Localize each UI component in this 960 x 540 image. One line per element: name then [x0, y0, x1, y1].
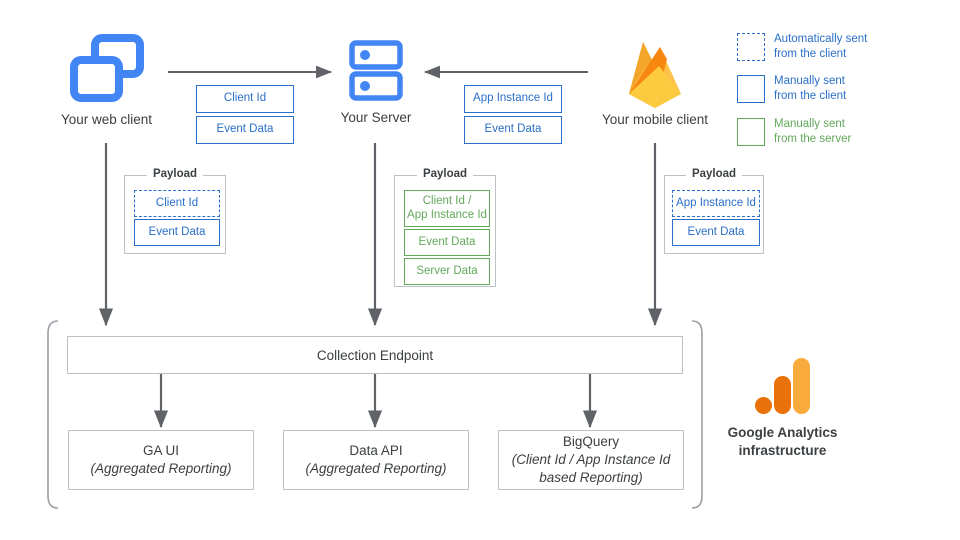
output-subtitle-2: based Reporting) [539, 470, 643, 486]
payload-server: Payload Client Id / App Instance Id Even… [394, 168, 496, 287]
payload-item-event-data: Event Data [672, 219, 760, 246]
browser-windows-icon [70, 34, 144, 102]
output-subtitle: (Aggregated Reporting) [90, 461, 232, 476]
legend-item-manually-sent-server: Manually sent from the server [737, 117, 952, 146]
web-client-node: Your web client [54, 34, 159, 144]
payload-item-event-data: Event Data [404, 229, 490, 256]
firebase-flame-icon [629, 42, 681, 108]
output-box-ga-ui: GA UI (Aggregated Reporting) [68, 430, 254, 490]
output-subtitle: (Client Id / App Instance Id [511, 451, 671, 467]
chip-client-id: Client Id [196, 85, 294, 113]
web-to-server-chips: Client Id Event Data [196, 85, 294, 144]
payload-title: Payload [685, 168, 743, 180]
infrastructure-caption-line-2: infrastructure [738, 442, 827, 458]
payload-item-client-id-app-instance-id: Client Id / App Instance Id [404, 190, 490, 227]
payload-item-event-data: Event Data [134, 219, 220, 246]
legend-item-automatically-sent-client: Automatically sent from the client [737, 32, 952, 61]
chip-event-data: Event Data [464, 116, 562, 144]
chip-event-data: Event Data [196, 116, 294, 144]
legend-label-line-1: Manually sent [774, 117, 845, 130]
output-box-bigquery: BigQuery (Client Id / App Instance Id ba… [498, 430, 684, 490]
payload-item-server-data: Server Data [404, 258, 490, 285]
server-node: Your Server [330, 40, 422, 144]
legend: Automatically sent from the client Manua… [737, 32, 952, 146]
server-label: Your Server [340, 110, 412, 125]
bracket-left [47, 320, 59, 509]
infrastructure-caption-line-1: Google Analytics [727, 425, 838, 440]
output-title: GA UI [142, 442, 179, 458]
google-analytics-logo [754, 358, 810, 414]
payload-mobile-client: Payload App Instance Id Event Data [664, 168, 764, 254]
output-box-data-api: Data API (Aggregated Reporting) [283, 430, 469, 490]
output-subtitle: (Aggregated Reporting) [305, 461, 447, 476]
bracket-right [691, 320, 703, 509]
payload-web-client: Payload Client Id Event Data [124, 168, 226, 254]
legend-item-manually-sent-client: Manually sent from the client [737, 74, 952, 104]
line-2: App Instance Id [407, 208, 487, 221]
collection-endpoint-label: Collection Endpoint [316, 347, 434, 363]
payload-item-app-instance-id: App Instance Id [672, 190, 760, 217]
legend-label-line-2: from the client [774, 47, 847, 60]
legend-swatch-solid-blue [737, 75, 765, 104]
chip-app-instance-id: App Instance Id [464, 85, 562, 113]
legend-swatch-dashed-blue [737, 32, 765, 61]
payload-item-client-id: Client Id [134, 190, 220, 217]
legend-swatch-solid-green [737, 117, 765, 146]
legend-label-line-2: from the server [774, 132, 852, 145]
output-title: Data API [349, 442, 403, 458]
payload-title: Payload [416, 168, 474, 180]
mobile-client-node: Your mobile client [592, 34, 718, 144]
web-client-label: Your web client [60, 112, 153, 127]
collection-endpoint-box: Collection Endpoint [67, 336, 683, 374]
legend-label-line-1: Automatically sent [774, 33, 868, 45]
server-rack-icon [349, 40, 403, 101]
line-1: Client Id / [422, 195, 472, 208]
legend-label-line-2: from the client [774, 90, 847, 103]
google-analytics-infrastructure: Google Analytics infrastructure [705, 358, 860, 459]
payload-title: Payload [146, 168, 204, 180]
mobile-client-label: Your mobile client [601, 112, 709, 127]
output-title: BigQuery [562, 433, 620, 449]
mobile-to-server-chips: App Instance Id Event Data [464, 85, 562, 144]
legend-label-line-1: Manually sent [774, 75, 845, 88]
